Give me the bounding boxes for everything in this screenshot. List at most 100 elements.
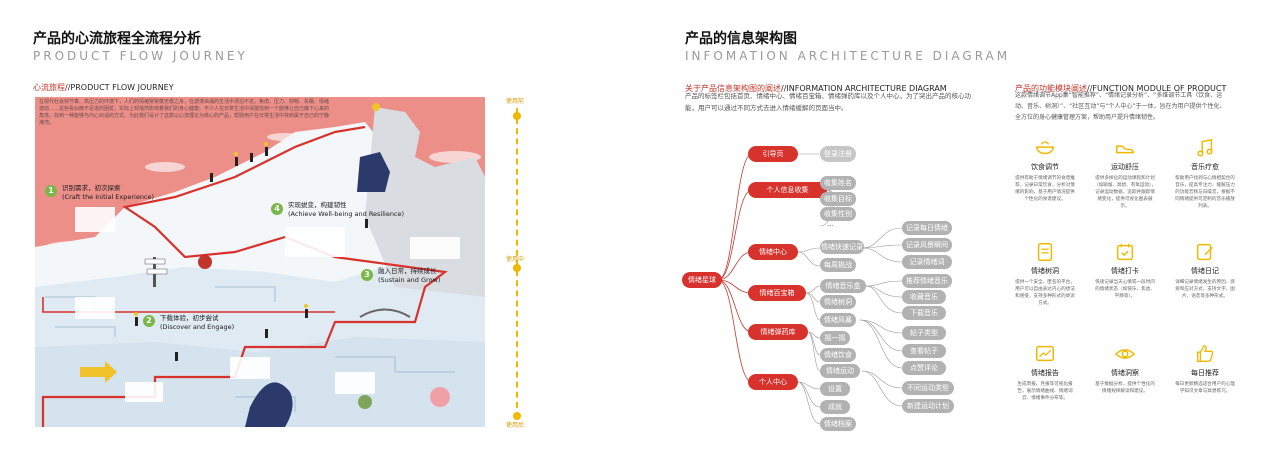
feature-diet-desc: 提供有助于情绪调节的食谱推荐，记录日常饮食，分析对情绪的影响，基于用户情况提供个… [1015,176,1075,202]
l1-emotion-toolbox: 情绪百宝箱 [748,285,806,301]
feature-report-desc: 生成周报、月报等可视化报告，展示情绪曲线、情绪词云、情绪事件分布等。 [1017,382,1073,401]
scale-dot-top [513,112,521,120]
feature-tree-hole: 情绪树洞 提供一个安全、匿名的平台，用户可以自由表达内心的想法和感受，支持多种形… [1005,241,1085,307]
flow-journey-illustration: 在现代社会快节奏、高压力的环境下，人们的情绪常常像无根之舟，在波涛汹涌的生活中漂… [35,97,485,427]
l2-archive: 情绪档案 [820,417,856,431]
feature-insight-title: 情绪洞察 [1111,369,1139,377]
feature-check-in: 情绪打卡 快速记录当天心情或一段时间的情绪状态（如快乐、焦虑、平静等）。 [1085,241,1165,300]
eye-icon [1114,349,1136,359]
journey-intro-text: 在现代社会快节奏、高压力的环境下，人们的情绪常常像无根之舟，在波涛汹涌的生活中漂… [39,99,330,126]
step-4-title-en: (Achieve Well-being and Resilience) [288,210,405,218]
feature-daily-pick-title: 每日推荐 [1191,369,1219,377]
feature-daily-pick: 每日推荐 每日更新精选适合用户的心理学知识文章与冥想练习。 [1165,343,1245,395]
step-3-title-en: (Sustain and Grow) [378,276,441,284]
l1-personal-center: 个人中心 [748,374,798,390]
step-1-number: 1 [45,185,57,197]
feature-music: 音乐疗愈 帮助用户找到与心情相契合的音乐，提高专注力、缓解压力的功能音频与白噪音… [1165,137,1245,210]
feature-sport: 运动舒压 提供多样化的运动课程和计划（如瑜伽、冥想、有氧运动），记录运动数据，追… [1085,137,1165,210]
calendar-check-icon [1116,243,1134,261]
l2-quick-record: 情绪快速记录 [820,240,864,254]
l2-achievement: 成就 [820,400,850,414]
step-2-label: 下载体验，初步尝试 (Discover and Engage) [160,314,234,332]
l2-goal: 收集目标 [820,192,856,206]
thumbs-up-icon [1196,345,1214,363]
architecture-mindmap: 情绪星球 引导页 个人信息收集 情绪中心 情绪百宝箱 情绪弹药库 个人中心 登录… [680,140,980,440]
left-title-en: PRODUCT FLOW JOURNEY [33,49,248,63]
l2-shake: 摇一摇 [820,331,850,345]
step-4-title: 实现蜕变，构建韧性 [288,201,347,209]
l1-info-collect: 个人信息收集 [748,182,827,198]
l2-diet: 情绪饮食 [820,348,856,362]
left-title: 产品的心流旅程全流程分析 [33,31,201,47]
l3-post-type: 帖子类型 [902,326,946,340]
module-subtitle: 产品的功能模块阐述//FUNCTION MODULE OF PRODUCT [1015,76,1226,95]
l3-sport-types: 不同运动类型 [902,381,954,395]
mindmap-root: 情绪星球 [682,272,722,288]
feature-music-title: 音乐疗愈 [1191,163,1219,171]
step-1-title-en: (Craft the Initial Experience) [62,193,155,201]
feature-diet-title: 饮食调节 [1031,163,1059,171]
feature-report-title: 情绪报告 [1031,369,1059,377]
l3-recommend-music: 推荐情绪音乐 [902,274,952,288]
scale-label-after: 使用后 [506,422,525,429]
step-3-label: 融入日常，持续成长 (Sustain and Grow) [378,267,440,285]
l3-new-plan: 新建运动计划 [902,399,954,413]
about-text: 产品的标签栏包括首页、情绪中心、情绪百宝箱、情绪弹药库以及个人中心，为了突出产品… [685,92,971,112]
step-3-number: 3 [361,269,373,281]
feature-check-in-desc: 快速记录当天心情或一段时间的情绪状态（如快乐、焦虑、平静等）。 [1095,280,1155,299]
feature-music-desc: 帮助用户找到与心情相契合的音乐，提高专注力、缓解压力的功能音频与白噪音，根据不同… [1175,176,1235,209]
about-subtitle: 关于产品信息架构图的阐述//INFORMATION ARCHITECTURE D… [685,76,947,95]
feature-diary-desc: 详细记录情绪发生的原因、感受和应对方式，支持文字、图片、语音等多种形式。 [1175,280,1235,299]
journey-artwork [35,97,485,427]
step-2-title-en: (Discover and Engage) [160,323,235,331]
scale-dot-mid [513,264,521,272]
module-text: 这款情绪调节App集“智能推荐”、“情绪记录分析”、“多维调节工具（饮食、运动、… [1015,92,1226,121]
step-1-label: 识别需求，初次探索 (Craft the Initial Experience) [62,184,154,202]
music-icon [1197,138,1213,157]
step-1-title: 识别需求，初次探索 [62,184,121,192]
feature-grid: 饮食调节 提供有助于情绪调节的食谱推荐，记录日常饮食，分析对情绪的影响，基于用户… [1005,137,1245,437]
feature-diary: 情绪日记 详细记录情绪发生的原因、感受和应对方式，支持文字、图片、语音等多种形式… [1165,241,1245,300]
right-title: 产品的信息架构图 [685,31,797,47]
l1-emotion-arsenal: 情绪弹药库 [748,324,808,340]
l2-gender: 收集性别 [820,207,856,221]
feature-insight-desc: 基于数据分析，提供个性化的情绪规律解读和建议。 [1095,382,1155,394]
feature-daily-pick-desc: 每日更新精选适合用户的心理学知识文章与冥想练习。 [1175,382,1235,394]
l1-guide: 引导页 [748,146,798,162]
right-title-en: INFOMATION ARCHITECTURE DIAGRAM [685,49,1011,63]
l3-download-music: 下载音乐 [902,306,946,320]
step-4-number: 4 [271,203,283,215]
scale-dot-bottom [513,412,521,420]
l3-emotion-words: 记录情绪词 [902,255,952,269]
step-4-label: 实现蜕变，构建韧性 (Achieve Well-being and Resili… [288,201,404,219]
feature-sport-title: 运动舒压 [1111,163,1139,171]
scale-label-before: 使用前 [506,98,525,105]
l3-collect-music: 收藏音乐 [902,290,946,304]
feature-sport-desc: 提供多样化的运动课程和计划（如瑜伽、冥想、有氧运动），记录运动数据，追踪并跟踪情… [1093,176,1156,209]
module-subtitle-cn: 产品的功能模块阐述 [1015,84,1087,93]
feature-report: 情绪报告 生成周报、月报等可视化报告，展示情绪曲线、情绪词云、情绪事件分布等。 [1005,343,1085,402]
feature-diet: 饮食调节 提供有助于情绪调节的食谱推荐，记录日常饮食，分析对情绪的影响，基于用户… [1005,137,1085,203]
l2-login: 登录注册 [820,146,856,162]
step-2-number: 2 [143,315,155,327]
l2-music-box: 情绪音乐盒 [820,279,866,293]
scale-label-during: 使用中 [506,256,525,263]
step-3-title: 融入日常，持续成长 [378,267,437,275]
bowl-icon [1036,141,1054,155]
l2-weekly-challenge: 每周挑战 [820,258,856,272]
l2-storm: 情绪风暴 [820,313,856,327]
feature-insight: 情绪洞察 基于数据分析，提供个性化的情绪规律解读和建议。 [1085,343,1165,395]
about-subtitle-en: //INFORMATION ARCHITECTURE DIAGRAM [781,84,947,93]
feature-tree-hole-desc: 提供一个安全、匿名的平台，用户可以自由表达内心的想法和感受，支持多种形式的倾诉方… [1015,280,1075,306]
about-subtitle-cn: 关于产品信息架构图的阐述 [685,84,781,93]
l2-settings: 设置 [820,382,850,396]
l3-daily-emotion: 记录每日情绪 [902,221,952,235]
step-2-title: 下载体验，初步尝试 [160,314,219,322]
l3-scenery: 记录风景瞬间 [902,238,952,252]
feature-diary-title: 情绪日记 [1191,267,1219,275]
chart-icon [1036,345,1054,362]
l2-tree-hole: 情绪树洞 [820,295,856,309]
shoe-icon [1116,145,1134,154]
feature-tree-hole-title: 情绪树洞 [1031,267,1059,275]
l2-more: … [827,220,834,228]
